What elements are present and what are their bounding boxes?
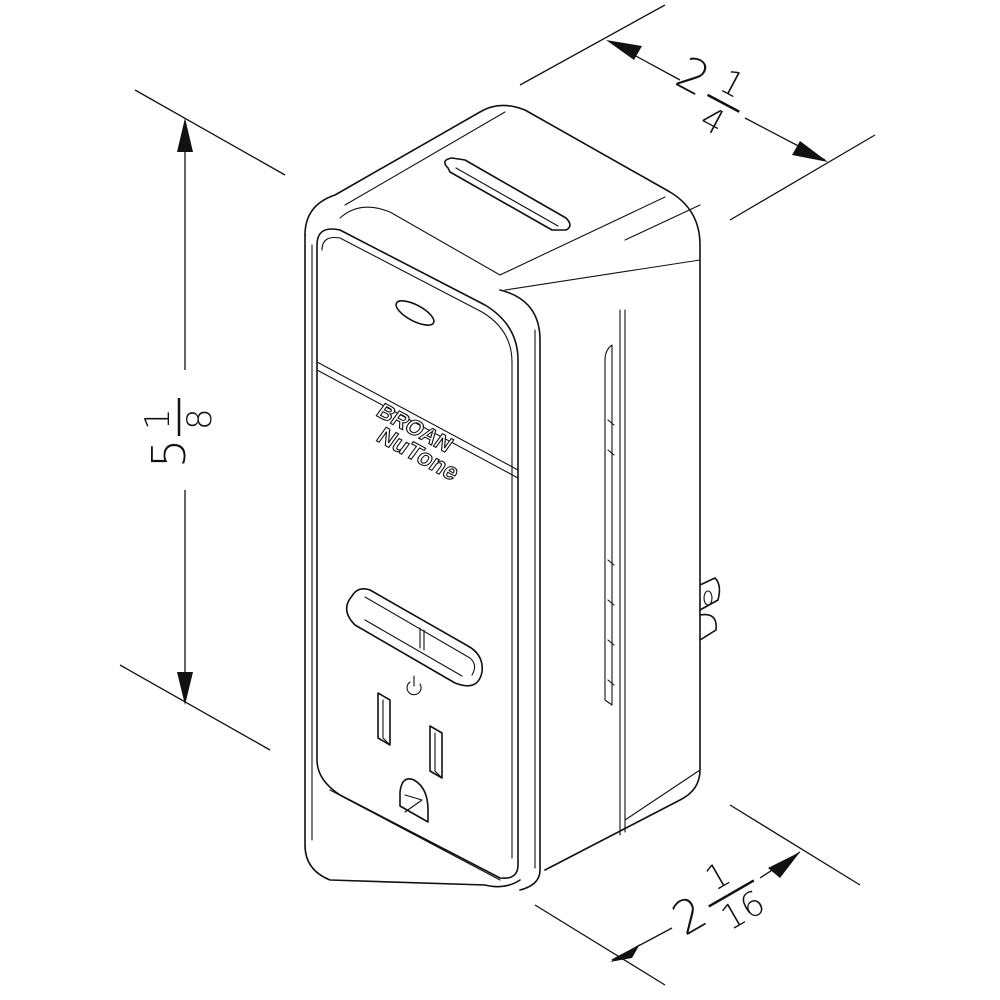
- power-icon: [406, 675, 422, 696]
- plug-prongs: [699, 577, 721, 641]
- brand-logo: BROAN NuTone: [371, 398, 465, 486]
- side-rail: [604, 344, 613, 706]
- svg-text:8: 8: [180, 408, 220, 430]
- outlet-receptacle: [377, 692, 443, 823]
- height-label: 5 1 8: [138, 398, 220, 468]
- slide-button: [345, 588, 484, 687]
- outlet-body: [304, 104, 721, 891]
- ground-hole: [399, 778, 429, 823]
- width-label: 2 1 4: [668, 45, 751, 144]
- svg-text:2: 2: [663, 885, 715, 946]
- depth-label: 2 1 16: [663, 854, 772, 946]
- depth-dimension: 2 1 16: [534, 804, 861, 986]
- svg-text:1: 1: [138, 408, 178, 430]
- svg-text:5: 5: [142, 439, 196, 468]
- led-indicator: [395, 300, 435, 326]
- height-dimension: 5 1 8: [119, 89, 286, 751]
- width-dimension: 2 1 4: [519, 4, 876, 221]
- svg-text:4: 4: [694, 99, 732, 144]
